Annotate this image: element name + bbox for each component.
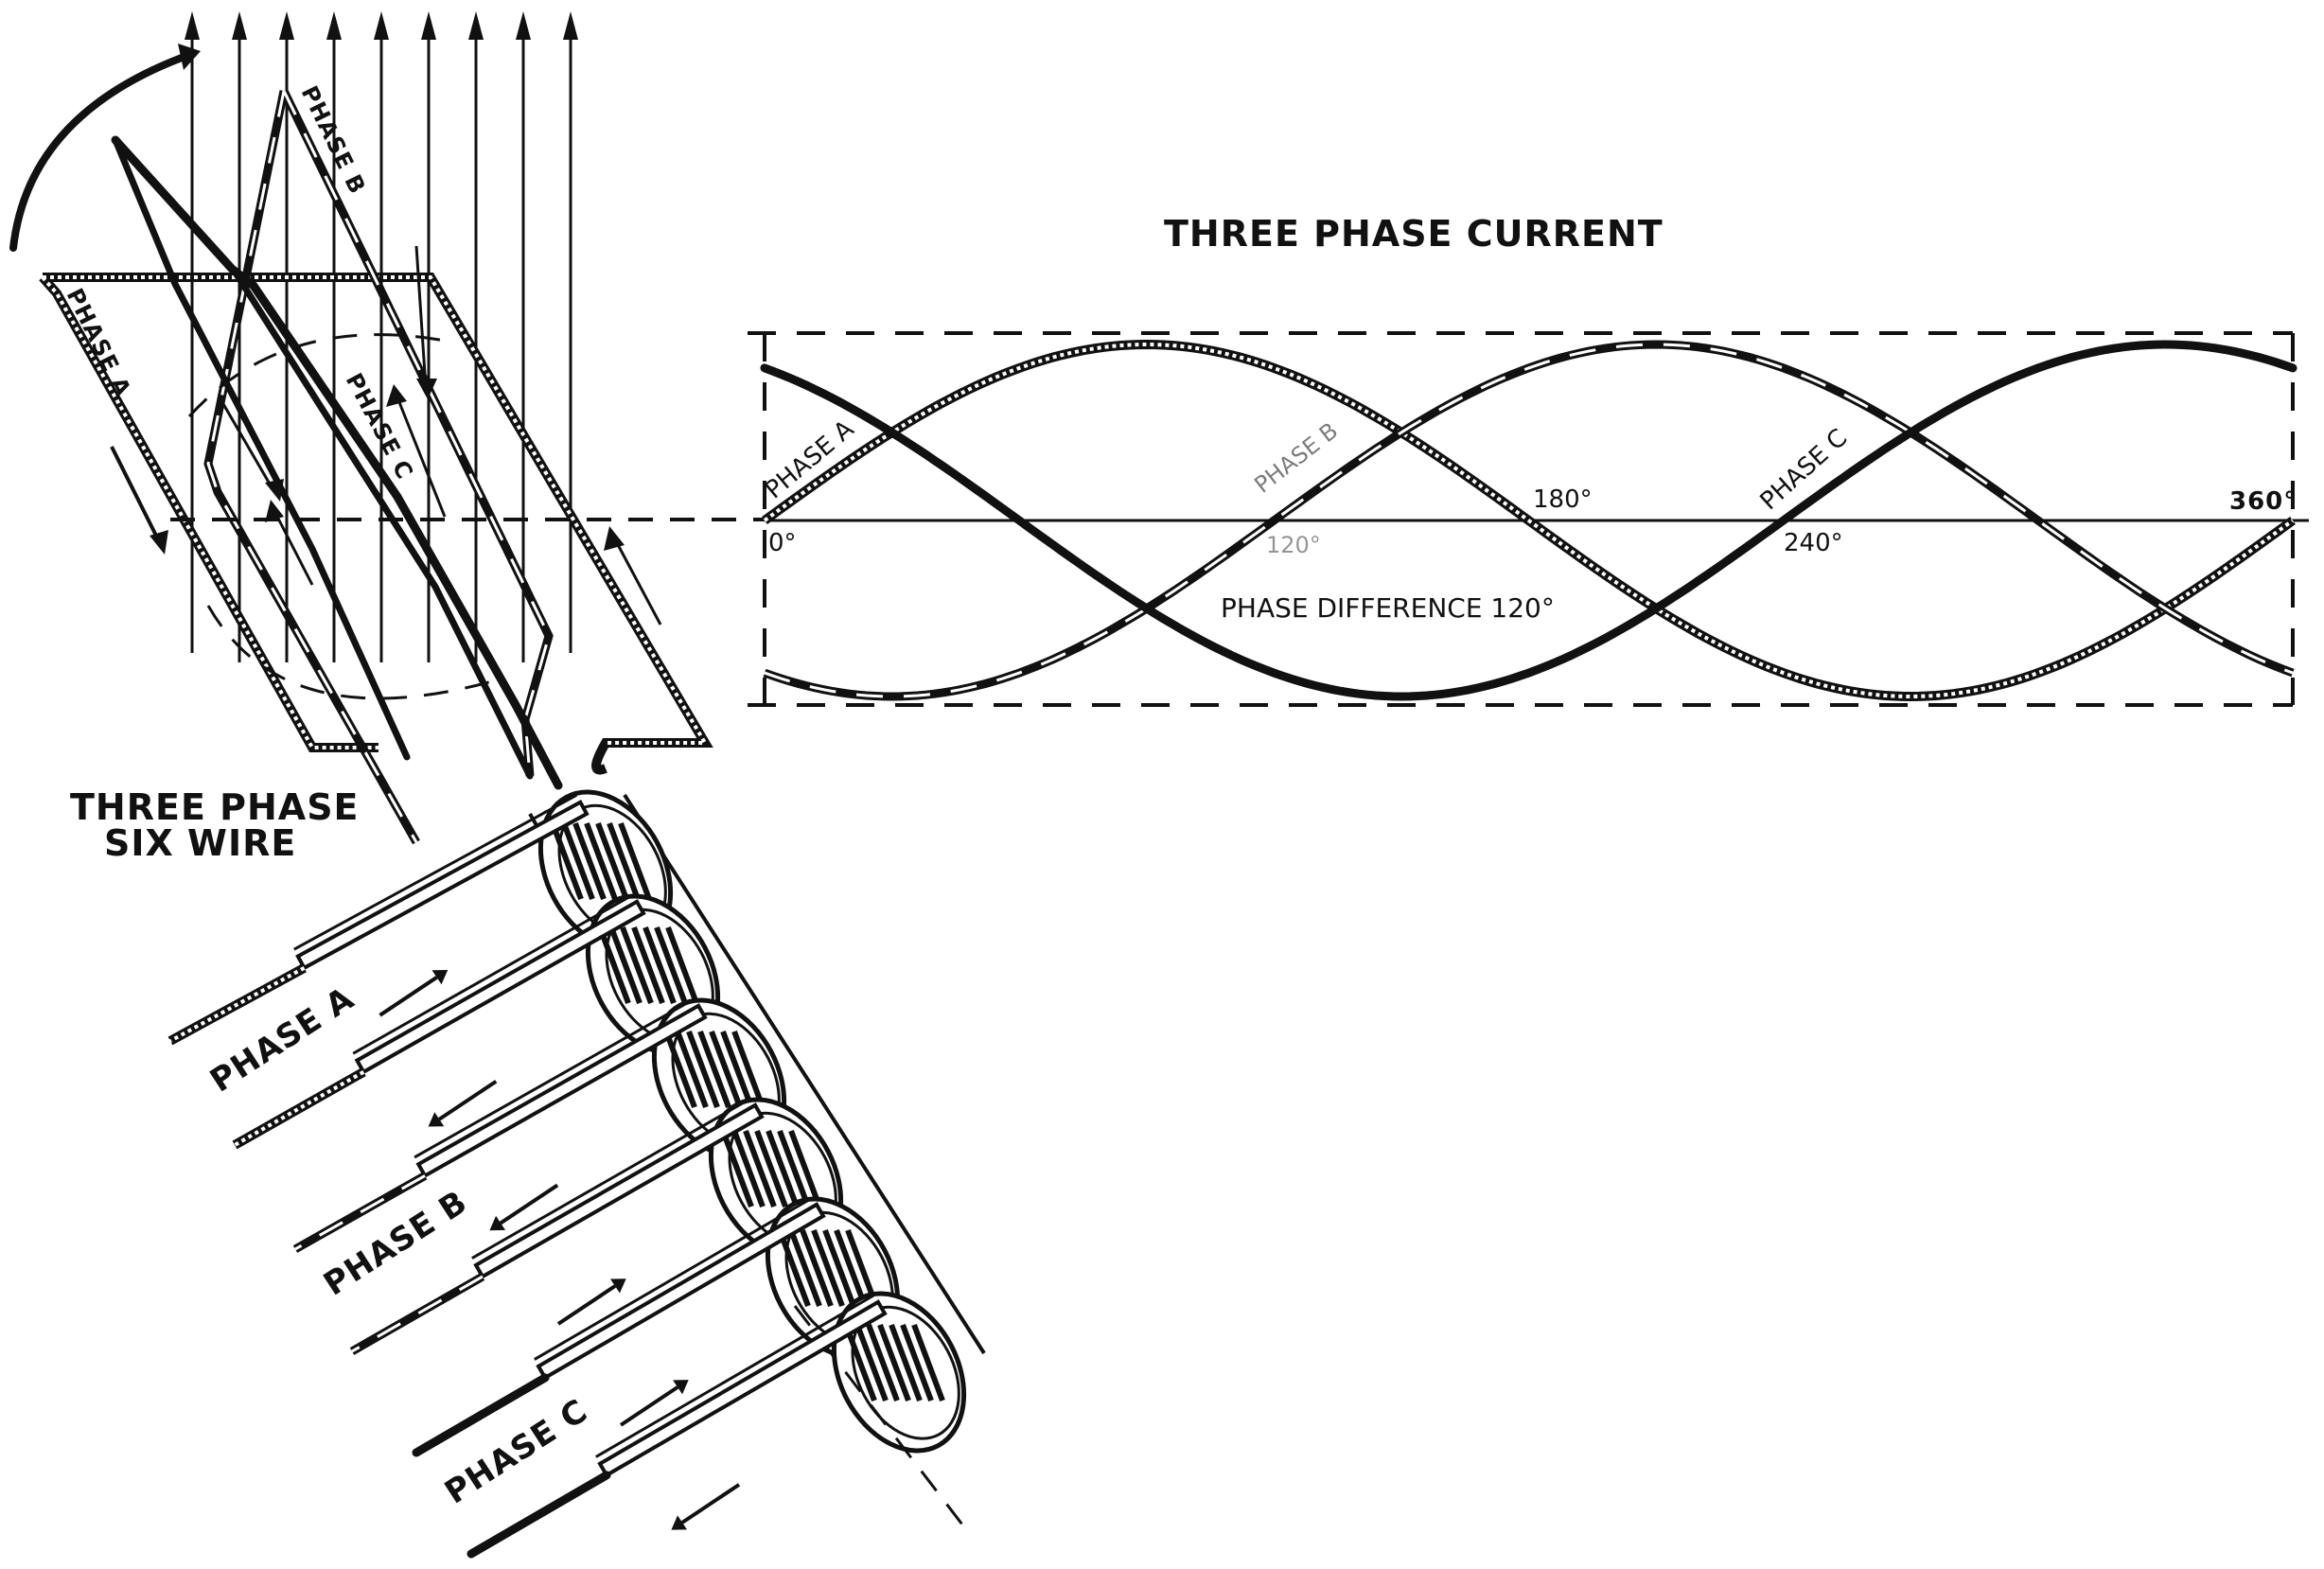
flux-arrow-icon bbox=[185, 11, 200, 653]
brush-lead bbox=[292, 997, 708, 1253]
brush-lead bbox=[349, 1097, 765, 1355]
brush-bar bbox=[354, 899, 646, 1075]
series-line bbox=[760, 340, 2298, 701]
brush-bar bbox=[536, 1202, 826, 1381]
slip-ring bbox=[831, 1291, 967, 1454]
arrow-up-right-icon bbox=[619, 1380, 689, 1427]
slip-rings bbox=[528, 789, 986, 1454]
flux-arrow-icon bbox=[279, 11, 294, 662]
brush-bar bbox=[473, 1102, 765, 1279]
brush-leads bbox=[167, 794, 888, 1559]
generator-illustration: PHASE A PHASE B PHASE C THREE PHASE SIX … bbox=[9, 11, 986, 1559]
coil-phase-a bbox=[39, 273, 713, 775]
tick-label-360: 360° bbox=[2229, 487, 2297, 516]
series-label-phase-b: PHASE B bbox=[1249, 417, 1343, 499]
three-phase-current-chart: THREE PHASE CURRENT 0° 120° 180° 240° 36… bbox=[748, 213, 2309, 707]
lead-wire bbox=[412, 1373, 550, 1457]
lead-wire bbox=[232, 1067, 366, 1150]
series-layer bbox=[760, 339, 2298, 702]
brush-lead bbox=[167, 794, 590, 1046]
arrow-up-right-icon bbox=[379, 970, 449, 1017]
tick-label-120: 120° bbox=[1266, 532, 1321, 558]
coil-label-phase-a: PHASE A bbox=[62, 284, 136, 401]
tick-label-180: 180° bbox=[1533, 485, 1593, 514]
flux-arrow-icon bbox=[374, 11, 389, 662]
flux-arrow-icon bbox=[326, 11, 342, 662]
rotation-arrow-icon bbox=[9, 44, 201, 252]
series-phase-a bbox=[762, 339, 2296, 702]
flux-arrow-icon bbox=[516, 11, 531, 662]
generator-title-line1: THREE PHASE bbox=[70, 786, 360, 828]
magnetic-flux-arrows bbox=[185, 11, 578, 662]
arrow-down-left-icon bbox=[428, 1080, 498, 1127]
series-line-inner bbox=[764, 343, 2294, 698]
tick-label-240: 240° bbox=[1784, 529, 1843, 557]
arrow-up-right-icon bbox=[556, 1278, 626, 1326]
lead-wire bbox=[467, 1471, 611, 1559]
coil-phase-c bbox=[111, 135, 563, 790]
tick-label-0: 0° bbox=[768, 529, 797, 557]
coil-current-arrows bbox=[110, 245, 662, 626]
lead-label-phase-b: PHASE B bbox=[317, 1183, 474, 1303]
series-phase-c bbox=[760, 340, 2298, 701]
flux-arrow-icon bbox=[232, 11, 247, 662]
generator-title-line2: SIX WIRE bbox=[104, 822, 296, 864]
brush-lead bbox=[412, 1196, 826, 1457]
brush-bar bbox=[415, 1003, 708, 1179]
chart-title: THREE PHASE CURRENT bbox=[1164, 213, 1664, 255]
brush-bar bbox=[295, 799, 590, 971]
arrow-down-left-icon bbox=[489, 1183, 559, 1231]
brush-lead bbox=[232, 893, 646, 1150]
phase-difference-annotation: PHASE DIFFERENCE 120° bbox=[1221, 592, 1555, 624]
series-phase-b bbox=[763, 340, 2295, 701]
flux-arrow-icon bbox=[468, 11, 484, 662]
flux-arrow-icon bbox=[563, 11, 578, 653]
series-line-inner bbox=[763, 342, 2295, 699]
brush-bar bbox=[597, 1299, 888, 1478]
brush-lead bbox=[467, 1294, 888, 1559]
arrow-down-left-icon bbox=[671, 1483, 741, 1530]
